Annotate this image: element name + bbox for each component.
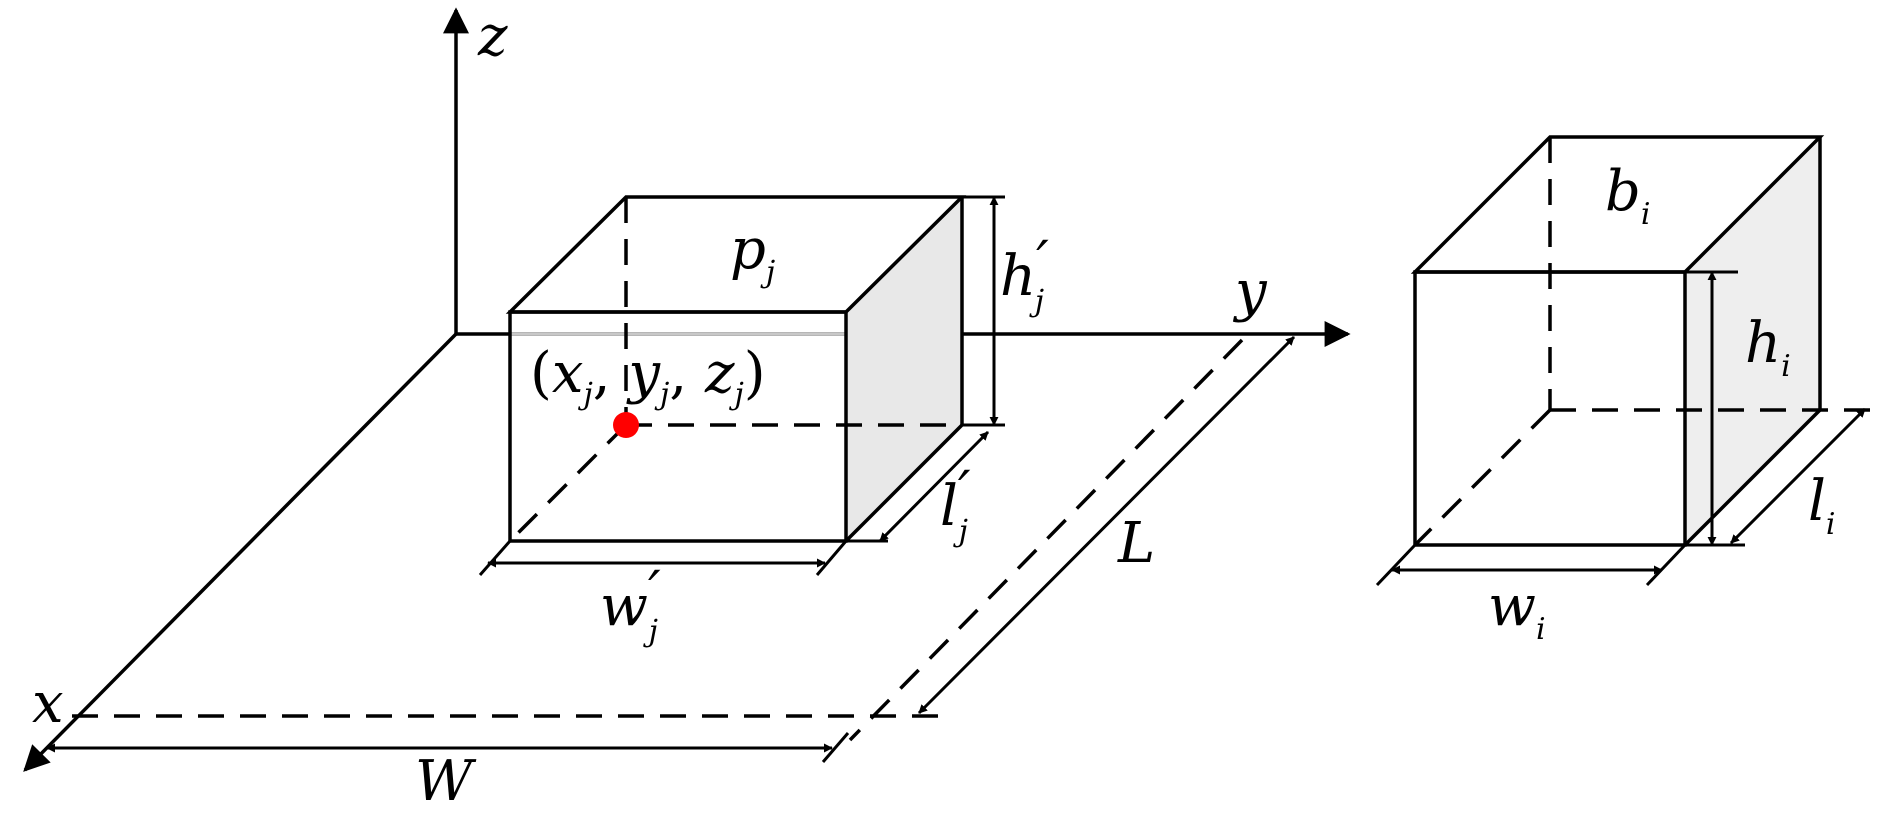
y-axis-label: y bbox=[1232, 259, 1268, 324]
placed-box-origin-point bbox=[613, 412, 639, 438]
placed-box-height-label: h′j bbox=[1000, 230, 1049, 319]
placed-box-hidden-diagonal bbox=[508, 423, 628, 543]
placed-box-length-label: l′j bbox=[940, 460, 971, 549]
item-box-width-label: wi bbox=[1488, 574, 1546, 647]
placed-box-label: pj bbox=[730, 217, 775, 290]
l-dimension-arrow bbox=[917, 335, 1296, 715]
placed-box-side-face bbox=[846, 197, 962, 541]
placed-box-position-label: (xj, yj, zj) bbox=[530, 341, 766, 412]
l-prime-dimension-arrow bbox=[878, 430, 990, 543]
w-prime-tick-right bbox=[815, 540, 848, 576]
l-dimension-arrow-item bbox=[1729, 407, 1867, 545]
w-dimension-tick bbox=[821, 732, 850, 763]
w-tick-left bbox=[1375, 543, 1417, 587]
item-box-length-label: li bbox=[1808, 469, 1836, 542]
bin-width-label: W bbox=[415, 749, 477, 814]
x-axis bbox=[23, 332, 458, 772]
z-axis-label: z bbox=[477, 4, 508, 69]
item-box-hidden-diagonal bbox=[1413, 408, 1552, 547]
w-tick-right bbox=[1645, 543, 1687, 587]
item-box-height-label: hi bbox=[1745, 311, 1791, 384]
w-prime-tick-left bbox=[478, 540, 512, 576]
bin-length-label: L bbox=[1117, 511, 1155, 576]
item-box-label: bi bbox=[1605, 159, 1650, 232]
placed-box-width-label: w′j bbox=[600, 560, 661, 649]
x-axis-label: x bbox=[32, 671, 64, 736]
